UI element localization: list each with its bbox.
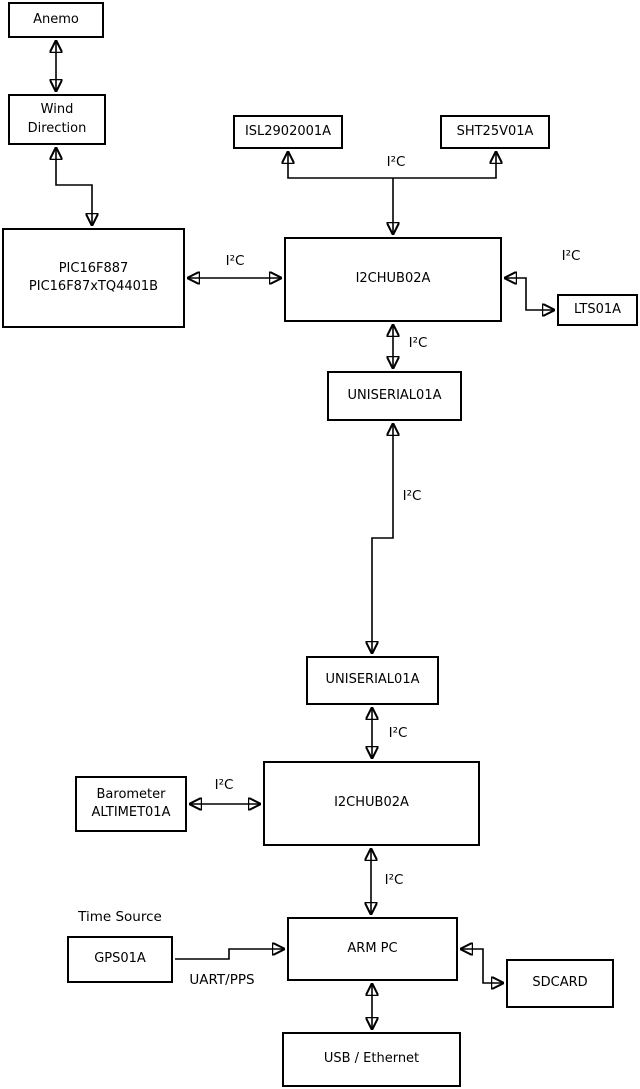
node-arm-pc: ARM PC xyxy=(287,917,458,981)
node-label: UNISERIAL01A xyxy=(347,387,442,403)
node-label: I2CHUB02A xyxy=(334,795,409,811)
node-label: PIC16F887 PIC16F87xTQ4401B xyxy=(28,260,159,294)
node-label: SDCARD xyxy=(532,975,588,991)
node-usb-ethernet: USB / Ethernet xyxy=(282,1032,461,1087)
edge-label-i2c-uniserial2-hub2: I²C xyxy=(388,725,408,741)
edge-branch-isl-sht xyxy=(288,151,496,179)
node-label: ARM PC xyxy=(347,940,398,956)
edge-armpc-sdcard xyxy=(460,949,504,983)
edge-label-i2c-hub1-lts: I²C xyxy=(561,248,581,264)
node-uniserial01a-2: UNISERIAL01A xyxy=(306,656,439,705)
edge-label-i2c-long-link: I²C xyxy=(402,488,422,504)
edge-label-i2c-hub2-armpc: I²C xyxy=(384,872,404,888)
edge-uniserial1-uniserial2 xyxy=(372,423,393,654)
node-i2chub02a-2: I2CHUB02A xyxy=(263,761,480,846)
node-pic: PIC16F887 PIC16F87xTQ4401B xyxy=(2,228,185,328)
edge-label-uart-pps: UART/PPS xyxy=(189,972,255,988)
node-label: GPS01A xyxy=(94,951,146,967)
node-gps01a: GPS01A xyxy=(67,936,173,983)
edge-gps-armpc xyxy=(175,949,285,960)
node-label: LTS01A xyxy=(573,301,622,317)
node-label: Wind Direction xyxy=(27,102,87,136)
node-i2chub02a-1: I2CHUB02A xyxy=(284,237,502,322)
node-label: ISL2902001A xyxy=(244,123,332,139)
node-sdcard: SDCARD xyxy=(506,959,614,1008)
node-isl2902001a: ISL2902001A xyxy=(233,115,343,149)
node-label: SHT25V01A xyxy=(456,123,534,139)
edge-label-i2c-barometer-hub2: I²C xyxy=(214,777,234,793)
edge-hub1-lts xyxy=(504,278,555,310)
edge-label-i2c-pic-hub1: I²C xyxy=(225,253,245,269)
node-anemo: Anemo xyxy=(8,2,104,38)
node-uniserial01a-1: UNISERIAL01A xyxy=(327,371,462,421)
node-sht25v01a: SHT25V01A xyxy=(440,115,550,149)
edge-winddirection-pic xyxy=(56,147,92,226)
node-label: Barometer ALTIMET01A xyxy=(91,786,171,820)
annotation-time-source: Time Source xyxy=(78,909,162,925)
node-label: I2CHUB02A xyxy=(355,271,431,287)
node-label: Anemo xyxy=(33,11,79,27)
node-barometer: Barometer ALTIMET01A xyxy=(75,776,187,832)
node-label: UNISERIAL01A xyxy=(325,672,420,688)
node-lts01a: LTS01A xyxy=(557,294,638,326)
edge-label-i2c-sensors: I²C xyxy=(386,154,406,170)
edge-label-i2c-hub1-uniserial1: I²C xyxy=(408,335,428,351)
node-wind-direction: Wind Direction xyxy=(8,94,106,145)
node-label: USB / Ethernet xyxy=(323,1051,420,1067)
